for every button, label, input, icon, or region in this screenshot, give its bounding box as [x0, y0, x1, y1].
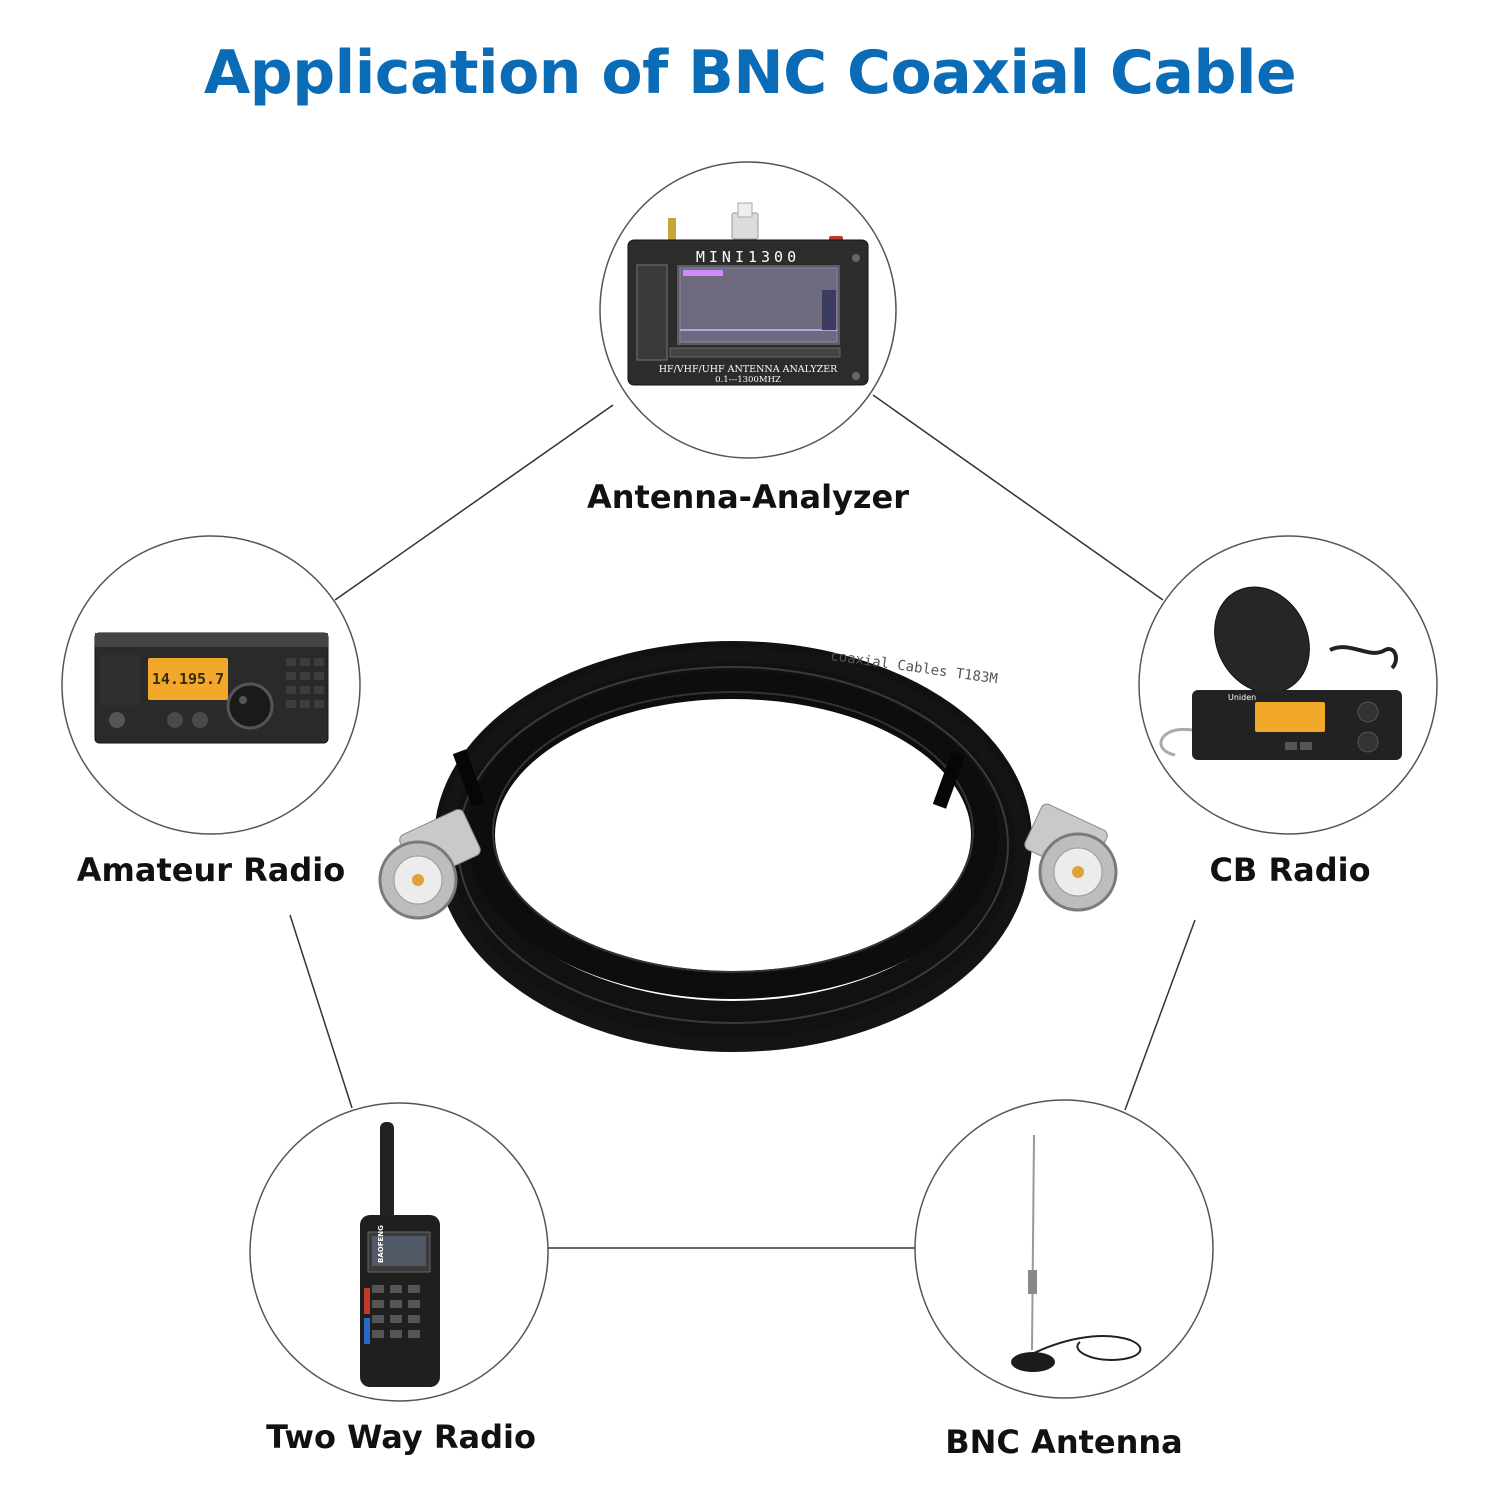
circle-two-way-radio	[249, 1102, 549, 1402]
amateur-radio-display-text: 14.195.7	[152, 670, 224, 688]
walkie-talkie-icon: BAOFENG	[360, 1122, 440, 1387]
bnc-coax-cable-icon: coaxial Cables T183M	[378, 641, 1118, 1052]
antenna-analyzer-icon: MINI1300 HF/VHF/UHF ANTENNA ANALYZER 0.1…	[627, 202, 869, 386]
label-bnc-antenna: BNC Antenna	[945, 1423, 1183, 1461]
analyzer-model-text: MINI1300	[696, 248, 800, 266]
line-analyzer-cb	[872, 394, 1164, 601]
analyzer-band-text: HF/VHF/UHF ANTENNA ANALYZER	[659, 364, 838, 375]
analyzer-range-text: 0.1---1300MHZ	[715, 375, 781, 385]
circle-antenna-analyzer	[599, 161, 897, 459]
label-amateur-radio: Amateur Radio	[76, 851, 346, 889]
label-antenna-analyzer: Antenna-Analyzer	[586, 478, 910, 516]
line-amateur-twoway	[289, 914, 353, 1109]
cb-radio-icon: Uniden	[1159, 586, 1402, 760]
circle-bnc-antenna	[914, 1099, 1214, 1399]
label-cb-radio: CB Radio	[1209, 851, 1371, 889]
walkie-talkie-brand-text: BAOFENG	[377, 1225, 385, 1263]
page-title: Application of BNC Coaxial Cable	[203, 38, 1297, 108]
line-cb-bncantenna	[1124, 919, 1196, 1111]
line-analyzer-amateur	[334, 404, 614, 601]
circle-amateur-radio	[61, 535, 361, 835]
label-two-way-radio: Two Way Radio	[266, 1418, 536, 1456]
connector-lines	[289, 394, 1196, 1249]
amateur-radio-icon: 14.195.7	[94, 632, 329, 744]
cb-radio-brand-text: Uniden	[1228, 693, 1256, 702]
magnetic-antenna-icon	[1011, 1134, 1142, 1372]
circle-cb-radio	[1138, 535, 1438, 835]
